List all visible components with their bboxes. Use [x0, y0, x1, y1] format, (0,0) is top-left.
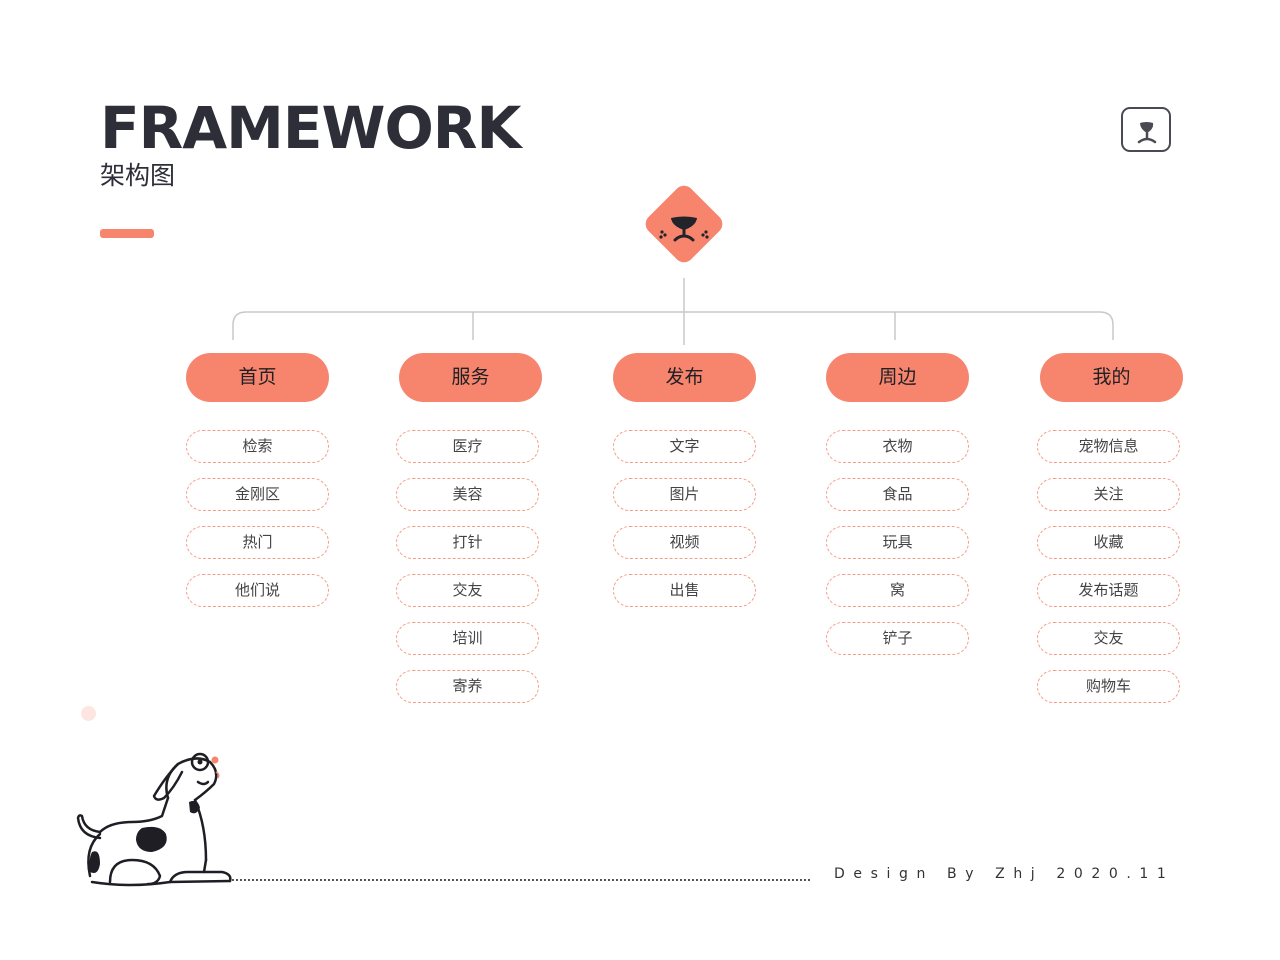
leaf-item[interactable]: 购物车 [1037, 670, 1180, 703]
leaf-item[interactable]: 培训 [396, 622, 539, 655]
leaf-item[interactable]: 铲子 [826, 622, 969, 655]
leaf-item[interactable]: 打针 [396, 526, 539, 559]
page-title: FRAMEWORK [100, 94, 521, 162]
leaf-item[interactable]: 美容 [396, 478, 539, 511]
leaf-item[interactable]: 交友 [396, 574, 539, 607]
leaf-item[interactable]: 宠物信息 [1037, 430, 1180, 463]
category-mine[interactable]: 我的 [1040, 353, 1183, 402]
category-nearby[interactable]: 周边 [826, 353, 969, 402]
accent-bar [100, 229, 154, 238]
leaf-item[interactable]: 医疗 [396, 430, 539, 463]
leaf-item[interactable]: 他们说 [186, 574, 329, 607]
ground-dotted-line [232, 879, 810, 881]
leaf-item[interactable]: 食品 [826, 478, 969, 511]
category-services[interactable]: 服务 [399, 353, 542, 402]
leaf-item[interactable]: 检索 [186, 430, 329, 463]
dog-illustration [70, 748, 240, 897]
leaf-item[interactable]: 视频 [613, 526, 756, 559]
page-subtitle: 架构图 [100, 161, 176, 190]
leaf-item[interactable]: 玩具 [826, 526, 969, 559]
leaf-item[interactable]: 发布话题 [1037, 574, 1180, 607]
leaf-item[interactable]: 金刚区 [186, 478, 329, 511]
category-home[interactable]: 首页 [186, 353, 329, 402]
leaf-item[interactable]: 寄养 [396, 670, 539, 703]
dog-nose-outline-icon [1121, 107, 1171, 152]
decorative-dot [81, 706, 96, 721]
leaf-item[interactable]: 关注 [1037, 478, 1180, 511]
leaf-item[interactable]: 图片 [613, 478, 756, 511]
leaf-item[interactable]: 衣物 [826, 430, 969, 463]
leaf-item[interactable]: 热门 [186, 526, 329, 559]
category-publish[interactable]: 发布 [613, 353, 756, 402]
leaf-item[interactable]: 交友 [1037, 622, 1180, 655]
leaf-item[interactable]: 窝 [826, 574, 969, 607]
leaf-item[interactable]: 收藏 [1037, 526, 1180, 559]
leaf-item[interactable]: 文字 [613, 430, 756, 463]
dog-nose-icon [640, 180, 728, 268]
leaf-item[interactable]: 出售 [613, 574, 756, 607]
design-credit: Design By Zhj 2020.11 [834, 866, 1175, 882]
